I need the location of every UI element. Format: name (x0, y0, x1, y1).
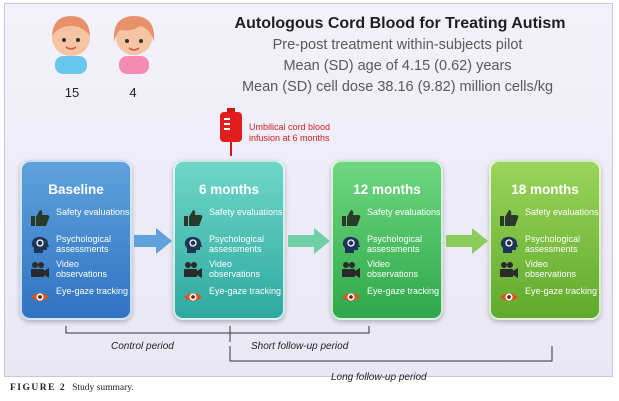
item-psych: Psychological assessments (341, 234, 441, 256)
item-label: Video observations (525, 259, 577, 279)
item-video: Video observations (341, 259, 441, 281)
item-safety: Safety evaluations (183, 207, 283, 229)
item-label: Safety evaluations (367, 207, 441, 217)
head-brain-icon (184, 236, 202, 253)
stage-title: 12 months (353, 182, 421, 197)
girls-count: 4 (129, 85, 137, 100)
thumbs-up-icon (31, 210, 50, 226)
item-video: Video observations (30, 259, 130, 281)
boys-count: 15 (64, 85, 80, 100)
item-eye: Eye-gaze tracking (499, 286, 599, 308)
item-label: Psychological assessments (367, 234, 423, 254)
item-label: Video observations (56, 259, 108, 279)
stage-title: 6 months (198, 182, 259, 197)
boy-icon (52, 16, 90, 74)
stage-title: Baseline (48, 182, 104, 197)
item-video: Video observations (499, 259, 599, 281)
eye-icon (184, 293, 202, 301)
item-psych: Psychological assessments (30, 234, 130, 256)
video-camera-icon (184, 262, 202, 278)
thumbs-up-icon (184, 210, 203, 226)
eye-icon (31, 293, 49, 301)
item-label: Eye-gaze tracking (367, 286, 440, 296)
subtitle-design: Pre-post treatment within-subjects pilot (272, 37, 523, 53)
period-brackets (65, 326, 553, 362)
item-psych: Psychological assessments (499, 234, 599, 256)
eye-icon (342, 293, 360, 301)
control-period-label: Control period (111, 341, 174, 352)
item-eye: Eye-gaze tracking (341, 286, 441, 308)
head-brain-icon (342, 236, 360, 253)
diagram-title: Autologous Cord Blood for Treating Autis… (234, 15, 566, 32)
arrow-12m-to-18m (446, 228, 488, 254)
item-eye: Eye-gaze tracking (183, 286, 283, 308)
arrow-baseline-to-6m (134, 228, 172, 254)
video-camera-icon (342, 262, 360, 278)
figure-panel: 15 4 Autologous Cord Blood for Treating … (4, 3, 613, 383)
subtitle-dose: Mean (SD) cell dose 38.16 (9.82) million… (241, 79, 554, 95)
thumbs-up-icon (500, 210, 519, 226)
item-label: Psychological assessments (56, 234, 112, 254)
item-label: Psychological assessments (209, 234, 265, 254)
item-psych: Psychological assessments (183, 234, 283, 256)
item-safety: Safety evaluations (30, 207, 130, 229)
stage-title: 18 months (511, 182, 579, 197)
head-brain-icon (31, 236, 49, 253)
subtitle-age: Mean (SD) age of 4.15 (0.62) years (283, 58, 512, 74)
item-video: Video observations (183, 259, 283, 281)
blood-bag-icon (220, 108, 242, 156)
item-label: Safety evaluations (209, 207, 283, 217)
eye-icon (500, 293, 518, 301)
long-followup-label: Long follow-up period (331, 372, 427, 383)
infusion-label: Umbilical cord blood infusion at 6 month… (249, 122, 331, 143)
video-camera-icon (500, 262, 518, 278)
item-label: Eye-gaze tracking (209, 286, 282, 296)
item-label: Safety evaluations (56, 207, 130, 217)
head-brain-icon (500, 236, 518, 253)
item-eye: Eye-gaze tracking (30, 286, 130, 308)
arrow-6m-to-12m (288, 228, 330, 254)
girl-icon (113, 16, 155, 74)
item-safety: Safety evaluations (341, 207, 441, 229)
item-label: Psychological assessments (525, 234, 581, 254)
item-label: Video observations (209, 259, 261, 279)
item-label: Eye-gaze tracking (525, 286, 598, 296)
thumbs-up-icon (342, 210, 361, 226)
item-safety: Safety evaluations (499, 207, 599, 229)
item-label: Video observations (367, 259, 419, 279)
video-camera-icon (31, 262, 49, 278)
item-label: Safety evaluations (525, 207, 599, 217)
short-followup-label: Short follow-up period (251, 341, 349, 352)
item-label: Eye-gaze tracking (56, 286, 129, 296)
